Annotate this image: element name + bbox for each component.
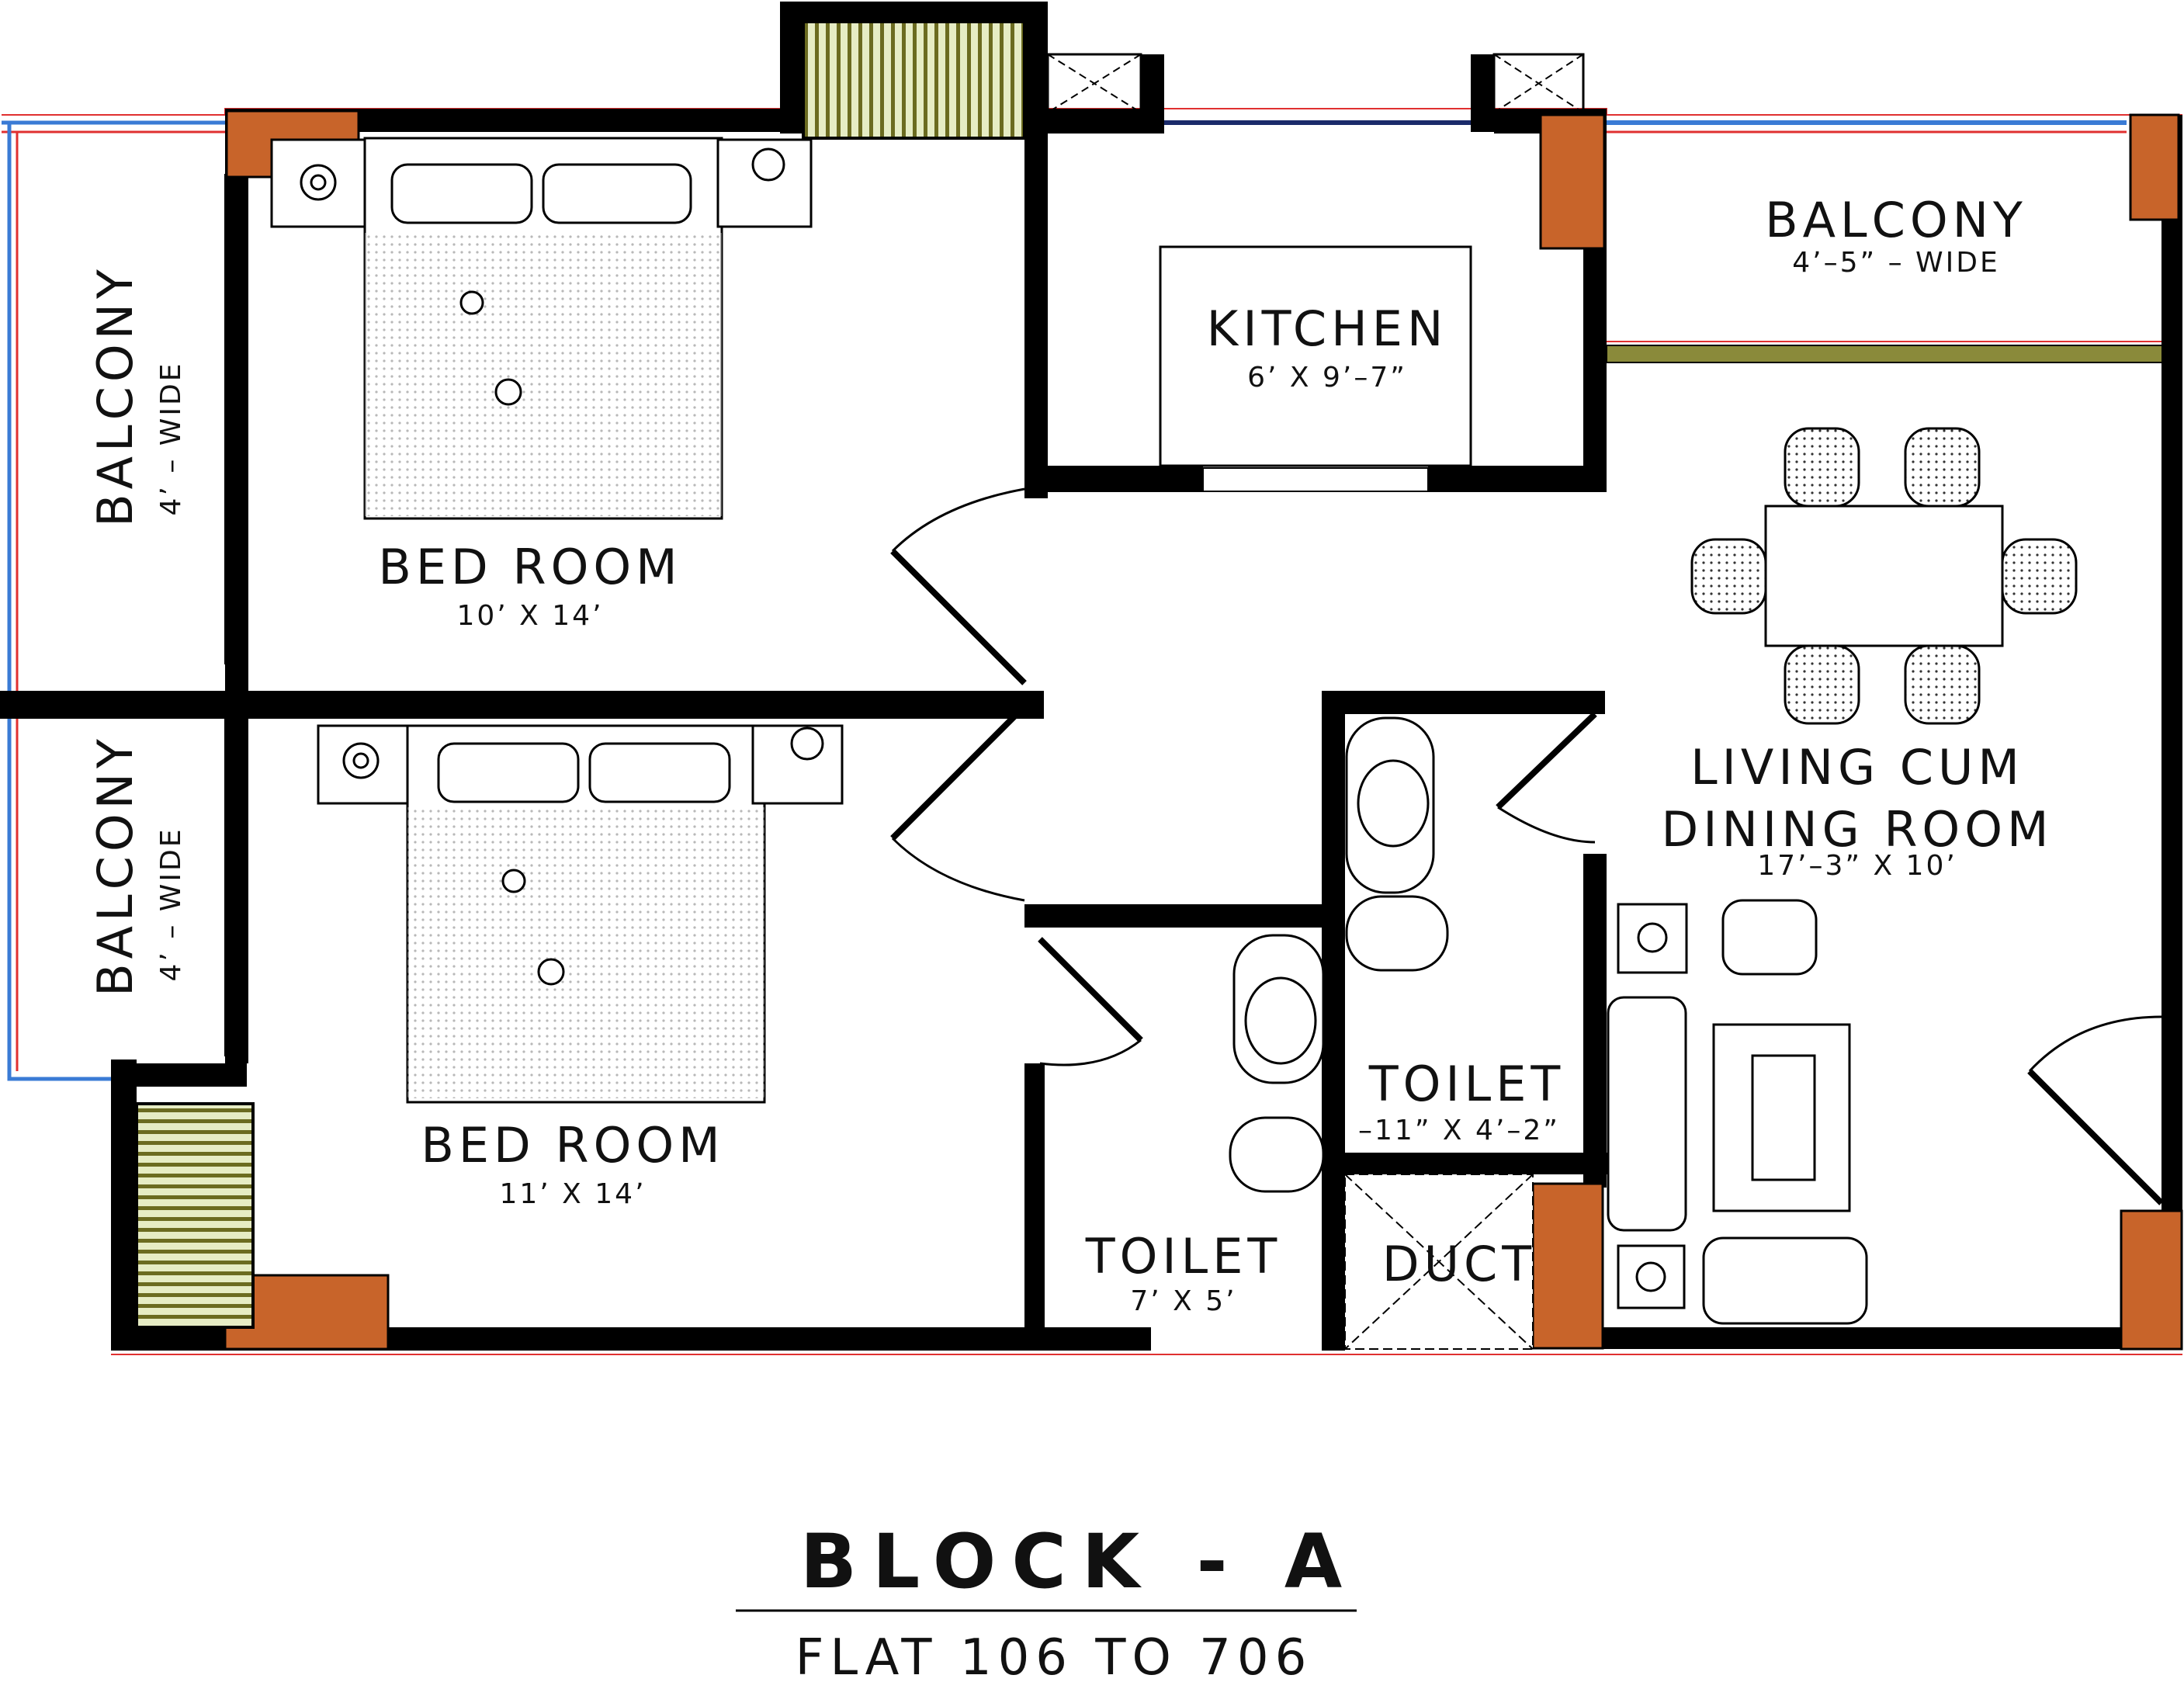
balcony-railing-top <box>1164 120 2166 363</box>
room-labels: BED ROOM 10’ X 14’ BED ROOM 11’ X 14’ KI… <box>87 192 2054 1317</box>
balcony-left1-name: BALCONY <box>87 265 144 527</box>
living-size: 17’–3” X 10’ <box>1757 850 1957 882</box>
balcony-left2-size: 4’ – WIDE <box>155 827 187 982</box>
kitchen-counter <box>1159 245 1472 467</box>
shaft-top <box>802 20 1026 140</box>
top-windows <box>1046 53 1585 114</box>
balcony-top-name: BALCONY <box>1765 192 2027 248</box>
balcony-top-size: 4’–5” – WIDE <box>1792 247 1999 279</box>
toilet1-size: 7’ X 5’ <box>1130 1285 1236 1317</box>
toilet1-name: TOILET <box>1085 1228 1282 1285</box>
kitchen-opening <box>1202 467 1429 492</box>
toilet-fixtures <box>1229 716 1449 1193</box>
duct-name: DUCT <box>1382 1236 1536 1292</box>
doors <box>890 487 2164 1205</box>
bed-1 <box>270 137 813 520</box>
toilet2-name: TOILET <box>1368 1056 1565 1112</box>
title-block: BLOCK - A FLAT 106 TO 706 <box>736 1518 1357 1682</box>
living-name-line1: LIVING CUM <box>1690 739 2024 796</box>
living-name-line2: DINING ROOM <box>1662 801 2054 858</box>
block-title: BLOCK - A <box>800 1518 1357 1605</box>
toilet2-size: –11” X 4’–2” <box>1358 1115 1560 1146</box>
bed1-name: BED ROOM <box>378 539 681 595</box>
balcony-left1-size: 4’ – WIDE <box>155 362 187 516</box>
kitchen-size: 6’ X 9’–7” <box>1247 362 1407 394</box>
duct-hatch <box>1344 1174 1534 1350</box>
shaft-left <box>135 1102 255 1329</box>
bed2-size: 11’ X 14’ <box>499 1178 646 1210</box>
balcony-left2-name: BALCONY <box>87 734 144 997</box>
bed1-size: 10’ X 14’ <box>456 600 603 632</box>
dining-set <box>1690 427 2078 725</box>
kitchen-name: KITCHEN <box>1207 300 1448 357</box>
bed2-name: BED ROOM <box>421 1117 724 1174</box>
living-furniture <box>1607 899 1868 1325</box>
bed-2 <box>317 724 844 1104</box>
flat-range: FLAT 106 TO 706 <box>796 1629 1313 1682</box>
